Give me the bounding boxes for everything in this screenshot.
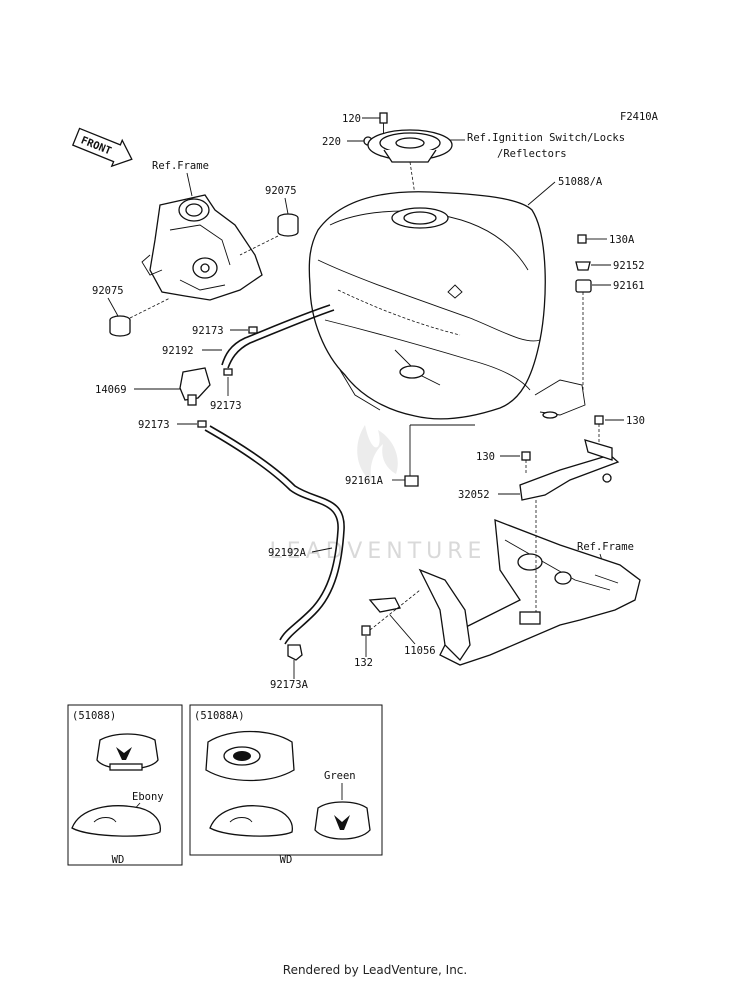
label-92173-a: 92173 <box>192 325 224 337</box>
label-ref-ignition-line2: /Reflectors <box>497 148 567 160</box>
bracket-32052-part <box>519 439 620 501</box>
clamp-92173-c-part <box>197 420 207 428</box>
rear-frame-part <box>418 519 641 666</box>
label-92075-top: 92075 <box>265 185 297 197</box>
watermark: LEADVENTURE <box>270 425 487 564</box>
label-11056: 11056 <box>404 645 436 657</box>
label-220: 220 <box>322 136 341 148</box>
label-51088a: 51088/A <box>558 176 603 188</box>
clamp-92173a-part <box>287 644 303 661</box>
variant-title-51088a: (51088A) <box>194 710 245 722</box>
label-130a: 130A <box>609 234 635 246</box>
tank-front-view-51088 <box>96 733 159 771</box>
fuel-cap-part <box>367 129 453 216</box>
label-92161a: 92161A <box>345 475 384 487</box>
tank-side-view-51088a <box>209 805 293 837</box>
front-arrow-icon: FRONT <box>71 127 133 168</box>
watermark-text: LEADVENTURE <box>270 539 487 564</box>
label-92173-c: 92173 <box>138 419 170 431</box>
variant-title-51088: (51088) <box>72 710 116 722</box>
canister-14069-part <box>179 367 211 406</box>
tank-top-view-51088a <box>205 730 295 782</box>
variant-box-51088a: (51088A) Green WD <box>189 704 383 866</box>
tank-side-view-51088 <box>71 805 161 837</box>
clamp-92173-a-part <box>248 326 258 334</box>
clamp-92173-b-part <box>223 368 233 376</box>
variant-box-51088: (51088) Ebony WD <box>67 704 183 866</box>
bracket-11056-part <box>368 597 401 613</box>
label-ref-ignition-line1: Ref.Ignition Switch/Locks <box>467 132 625 144</box>
footer-credit: Rendered by LeadVenture, Inc. <box>283 963 467 977</box>
variant-wd-51088a: WD <box>280 854 293 866</box>
label-92192: 92192 <box>162 345 194 357</box>
label-130-mid: 130 <box>476 451 495 463</box>
label-92075-left: 92075 <box>92 285 124 297</box>
label-92173-b: 92173 <box>210 400 242 412</box>
label-132: 132 <box>354 657 373 669</box>
damper-92161-part <box>575 279 592 293</box>
label-14069: 14069 <box>95 384 127 396</box>
label-130-right: 130 <box>626 415 645 427</box>
damper-92075-top-part <box>277 213 299 237</box>
bolt-130-mid-part <box>521 451 531 461</box>
figure-code: F2410A <box>620 111 659 123</box>
bolt-130a-part <box>577 234 592 244</box>
label-ref-frame-top: Ref.Frame <box>152 160 209 172</box>
collar-92152-part <box>575 261 591 271</box>
label-92192a: 92192A <box>268 547 307 559</box>
damper-92161a-part <box>404 475 419 487</box>
hose-92192a-part <box>204 425 345 645</box>
label-92173a: 92173A <box>270 679 309 691</box>
tank-front-view-51088a <box>314 801 371 840</box>
label-92161: 92161 <box>613 280 645 292</box>
label-92152: 92152 <box>613 260 645 272</box>
hose-92192-part <box>221 304 335 369</box>
label-32052: 32052 <box>458 489 490 501</box>
label-120: 120 <box>342 113 361 125</box>
variant-tag-ebony: Ebony <box>132 791 164 803</box>
bolt-132-part <box>361 625 371 636</box>
frame-head-part <box>141 194 263 301</box>
fuel-tank-part <box>308 191 586 420</box>
variant-wd-51088: WD <box>112 854 125 866</box>
bolt-120-part <box>379 112 388 133</box>
damper-92075-left-part <box>109 315 131 337</box>
variant-tag-green: Green <box>324 770 356 782</box>
label-ref-frame-right: Ref.Frame <box>577 541 634 553</box>
bolt-130-right-part <box>594 415 604 425</box>
